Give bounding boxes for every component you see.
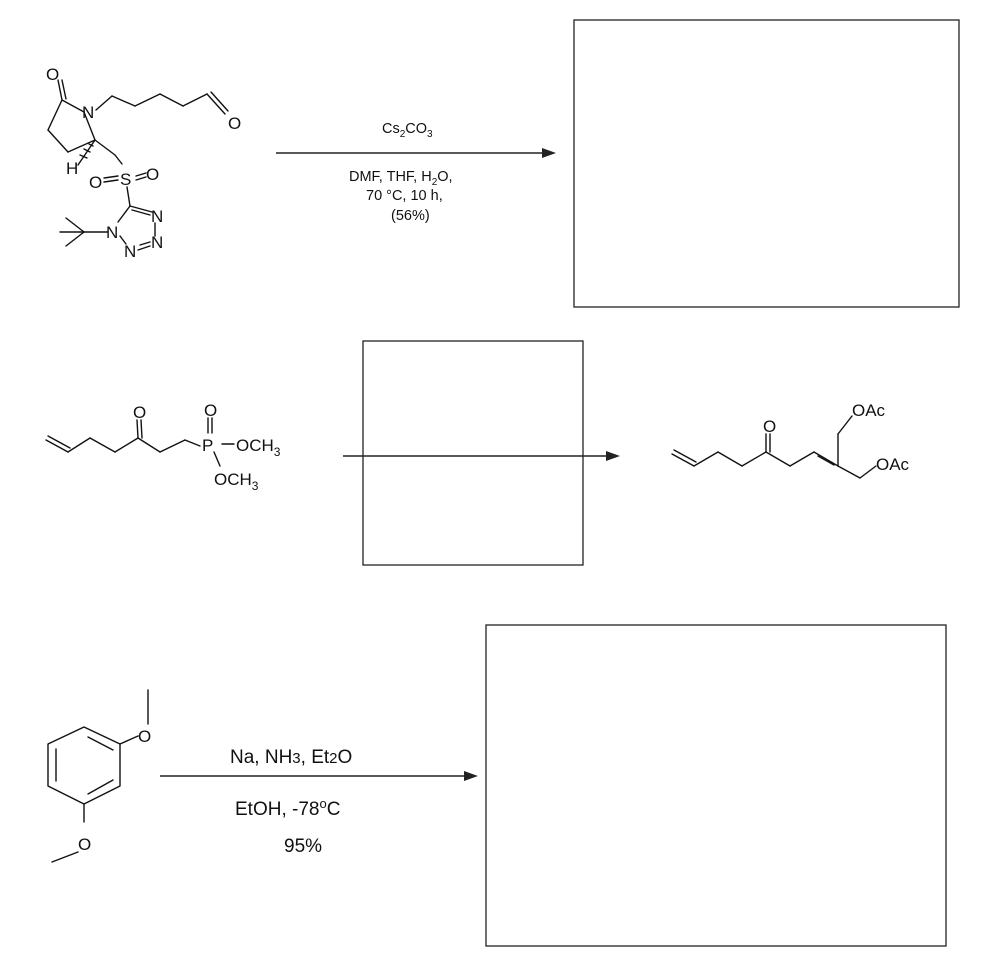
atom-n-tetrazole-2: N [151,233,163,252]
reaction-2-conditions-answer-box[interactable] [362,340,584,566]
atom-o-sulfonyl-left: O [89,173,102,192]
reaction-3-reagents: Na, NH3, Et2O [230,747,352,768]
atom-n-ring: N [82,103,94,122]
reaction-3-conditions: EtOH, -78oC [235,796,340,820]
atom-n-tetrazole-3: N [124,242,136,261]
reaction-3-yield: 95% [284,836,322,857]
cond-o: O, [437,169,452,185]
cond-etoh: EtOH, -78 [235,799,319,820]
cond-sub-3: 3 [292,750,300,767]
reactant-3-structure: O O [47,689,151,863]
och3-right-sub: 3 [274,445,281,459]
reagent-sub-3: 3 [427,129,433,140]
reactant-1-structure: O N O H O S O N N N N [46,65,241,261]
cond-et: , Et [301,747,330,768]
cond-na-nh: Na, NH [230,747,292,768]
atom-n-tetrazole-1: N [151,207,163,226]
reaction-2: O O P OCH3 OCH3 O [45,340,910,566]
reaction-3-product-answer-box[interactable] [485,624,947,947]
cond-solvents: DMF, THF, H [349,169,432,185]
atom-o-bottom: O [78,835,91,854]
reagent-sub-2: 2 [400,129,406,140]
cond-o2: O [338,747,353,768]
och3-down-text: OCH [214,470,252,489]
cond-celsius: C [327,799,341,820]
reaction-2-arrow [343,451,620,461]
atom-n-tetrazole-4: N [106,223,118,242]
och3-right-text: OCH [236,436,274,455]
cond-degree: o [319,796,326,811]
reaction-3-arrow [160,771,478,781]
atom-o-sulfonyl-right: O [146,165,159,184]
atom-och3-down: OCH3 [214,470,259,493]
atom-o-ketone: O [133,403,146,422]
reagent-cs: Cs [382,121,400,137]
cond-sub-2b: 2 [329,750,337,767]
cond-sub-2: 2 [432,177,438,188]
reaction-1-yield: (56%) [391,208,430,224]
atom-s: S [120,170,131,189]
atom-o-aldehyde: O [228,114,241,133]
reaction-1-conditions-line1: DMF, THF, H2O, [349,169,453,188]
atom-h: H [66,159,78,178]
reaction-1: O N O H O S O N N N N Cs2CO3 DMF, THF, H… [46,19,960,308]
reaction-1-product-answer-box[interactable] [573,19,960,308]
reaction-1-arrow [276,148,556,158]
reagent-co: CO [405,121,427,137]
reactant-2-structure: O O P OCH3 OCH3 [45,401,281,493]
atom-oac-upper: OAc [852,401,886,420]
reaction-1-reagent: Cs2CO3 [382,121,433,140]
atom-oac-lower: OAc [876,455,910,474]
atom-o-lactam: O [46,65,59,84]
och3-down-sub: 3 [252,479,259,493]
product-2-structure: O OAc OAc [671,401,910,479]
atom-p: P [202,436,213,455]
atom-o-ketone-product: O [763,417,776,436]
atom-och3-right: OCH3 [236,436,281,459]
reaction-3: O O Na, NH3, Et2O EtOH, -78oC 95% [47,624,947,947]
reaction-1-conditions-line2: 70 °C, 10 h, [366,188,443,204]
atom-o-phosphoryl: O [204,401,217,420]
atom-o-top: O [138,727,151,746]
